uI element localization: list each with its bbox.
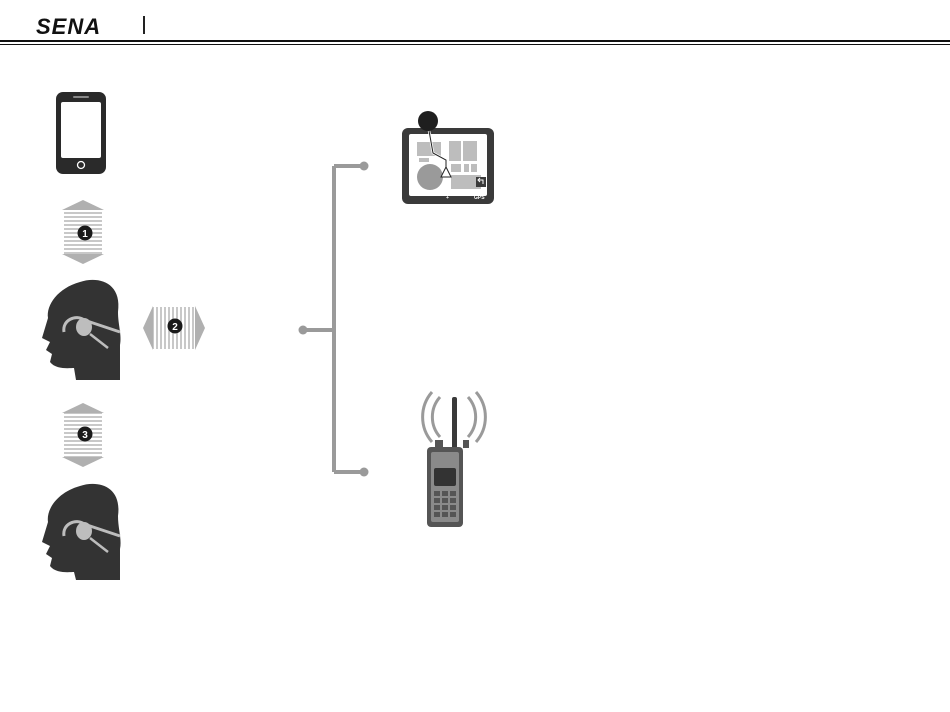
gps-navigator-icon: GPS + bbox=[402, 111, 494, 204]
svg-text:GPS: GPS bbox=[474, 195, 485, 201]
connector-bracket bbox=[299, 162, 369, 477]
step-2-badge: 2 bbox=[168, 319, 183, 334]
smartphone-icon bbox=[56, 92, 106, 174]
svg-text:3: 3 bbox=[82, 430, 88, 441]
svg-text:1: 1 bbox=[82, 229, 88, 240]
svg-text:2: 2 bbox=[172, 322, 178, 333]
svg-text:+: + bbox=[446, 195, 449, 201]
headset-head-icon bbox=[42, 280, 121, 380]
step-1-badge: 1 bbox=[78, 226, 93, 241]
two-way-radio-icon bbox=[423, 392, 486, 527]
headset-head-icon bbox=[42, 484, 121, 580]
step-3-badge: 3 bbox=[78, 427, 93, 442]
